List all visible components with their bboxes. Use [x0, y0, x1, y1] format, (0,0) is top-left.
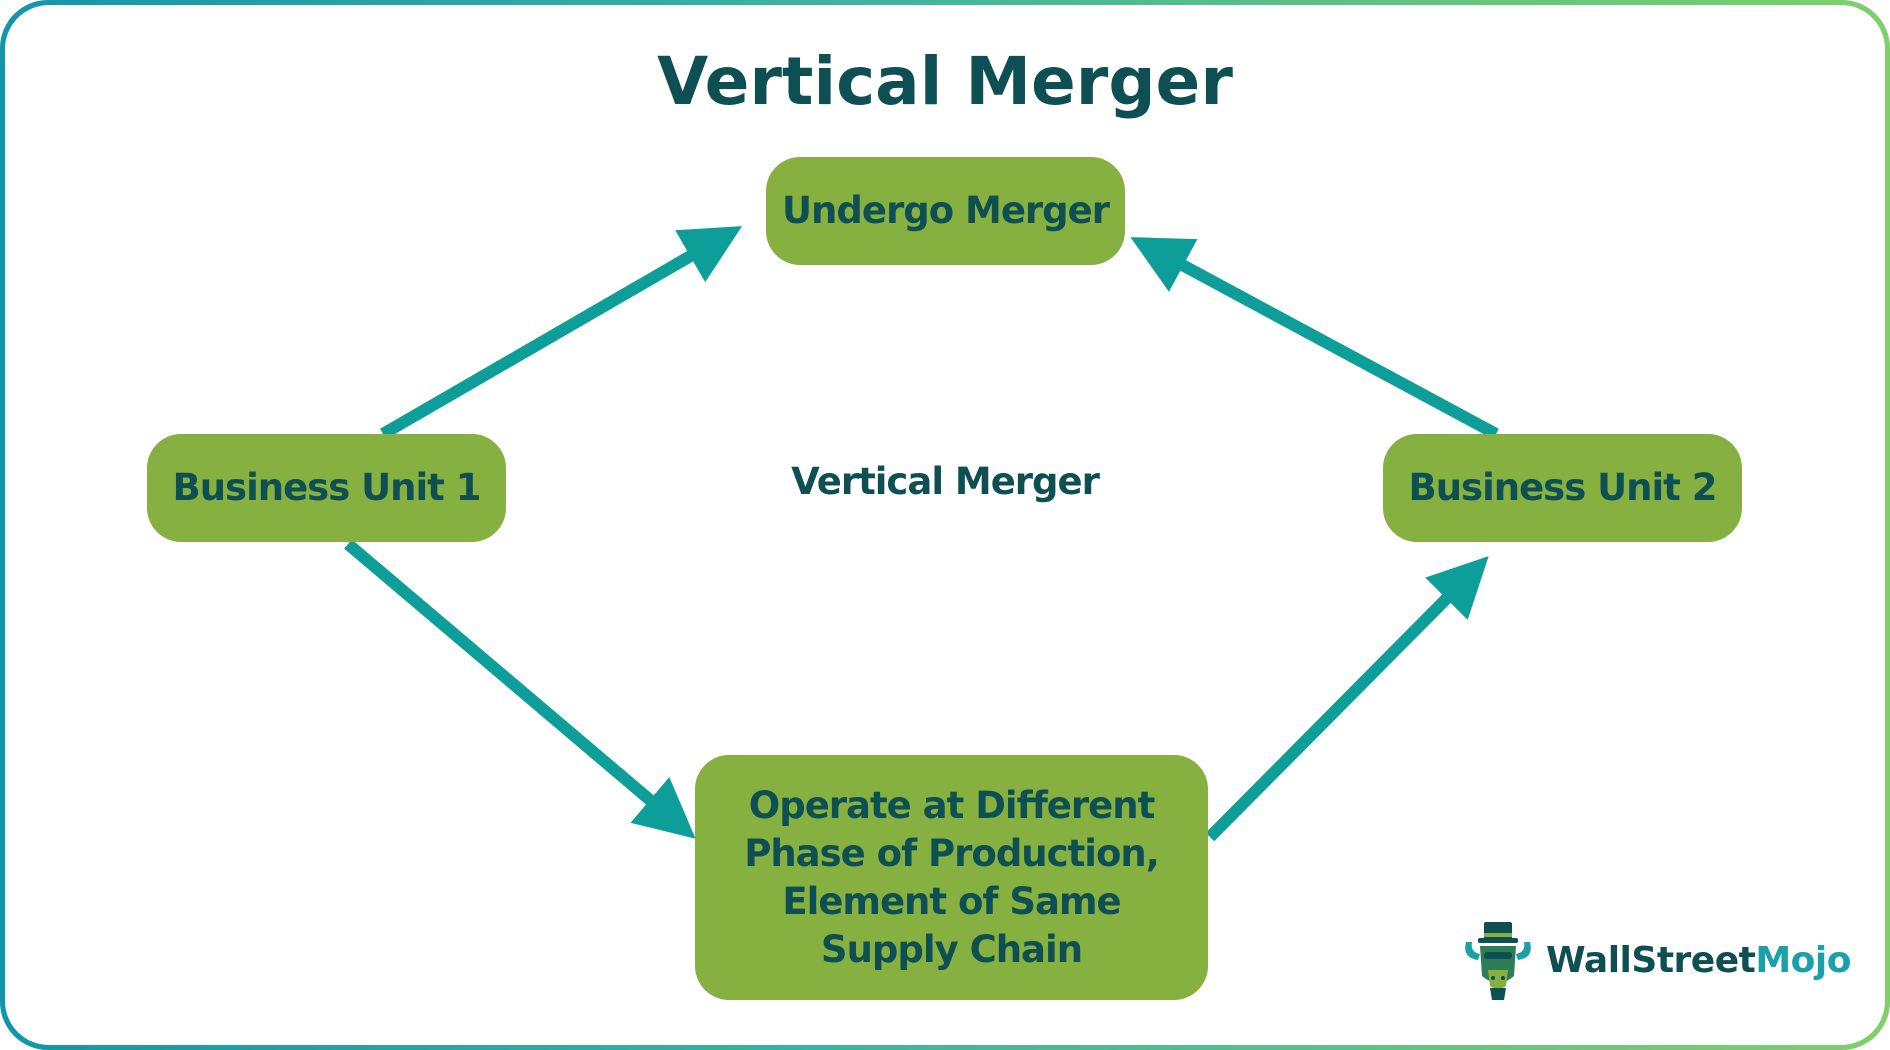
- logo-text-wallstreet: WallStreet: [1546, 939, 1756, 981]
- node-undergo-merger-label: Undergo Merger: [782, 189, 1110, 232]
- arrow-bu1-to-undergo: [379, 226, 743, 440]
- logo-wordmark: WallStreetMojo: [1546, 940, 1851, 981]
- node-business-unit-1: Business Unit 1: [147, 434, 506, 542]
- node-operate-label: Operate at Different Phase of Production…: [744, 783, 1160, 971]
- arrow-bu2-to-undergo: [1130, 237, 1499, 440]
- node-business-unit-1-label: Business Unit 1: [172, 466, 482, 509]
- node-business-unit-2: Business Unit 2: [1383, 434, 1742, 542]
- node-operate-different-phase: Operate at Different Phase of Production…: [695, 755, 1208, 1000]
- arrow-bu1-to-operate: [344, 539, 696, 839]
- logo-text-mojo: Mojo: [1755, 939, 1851, 981]
- connector-arrows: [344, 226, 1499, 842]
- node-business-unit-2-label: Business Unit 2: [1408, 466, 1718, 509]
- diagram-canvas: Vertical Merger Undergo Merger Business …: [5, 5, 1885, 1045]
- center-label: Vertical Merger: [791, 460, 1100, 503]
- arrow-operate-to-bu2: [1205, 556, 1489, 842]
- page-title: Vertical Merger: [657, 43, 1233, 120]
- bull-mascot-icon: [1465, 922, 1531, 1000]
- wallstreetmojo-logo: WallStreetMojo: [1460, 920, 1851, 1000]
- node-undergo-merger: Undergo Merger: [766, 157, 1125, 265]
